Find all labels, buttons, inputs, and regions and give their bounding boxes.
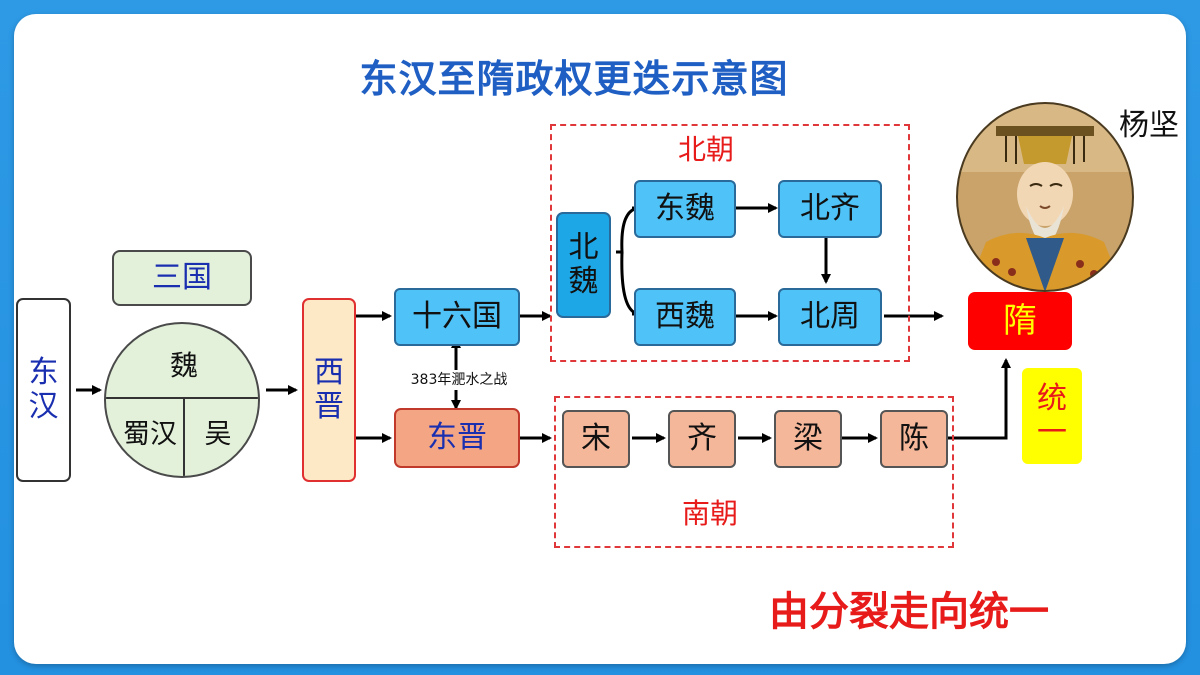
conclusion-text: 由分裂走向统一: [769, 589, 1049, 635]
node-dongjin: 东晋: [394, 408, 520, 468]
node-xijin: 西 晋: [302, 298, 356, 482]
node-liang: 梁: [774, 410, 842, 468]
node-beiwei: 北 魏: [556, 212, 611, 318]
node-beiqi: 北齐: [778, 180, 882, 238]
node-beizhou: 北周: [778, 288, 882, 346]
node-sanguo-label: 三国: [112, 250, 252, 306]
diagram-title: 东汉至隋政权更迭示意图: [359, 56, 789, 101]
node-wei: 魏: [169, 349, 198, 382]
node-shiliuguo: 十六国: [394, 288, 520, 346]
node-tongyi-char2: 一: [1037, 415, 1067, 450]
node-xijin-char1: 西: [314, 355, 344, 390]
label-beichao: 北朝: [677, 133, 734, 166]
node-sui: 隋: [968, 292, 1072, 350]
node-wu: 吴: [204, 418, 232, 450]
label-nanchao: 南朝: [681, 497, 738, 530]
arrow-chen-sui: [948, 358, 1011, 440]
node-beiwei-char1: 北: [568, 230, 599, 265]
region-nanchao: [554, 396, 954, 548]
slide-canvas: 东汉至隋政权更迭示意图: [14, 14, 1186, 664]
circle-vline: [183, 398, 185, 476]
connector-layer: [76, 203, 1011, 443]
yangjian-portrait: [956, 102, 1134, 292]
node-donghan: 东 汉: [16, 298, 71, 482]
node-donghan-char2: 汉: [28, 389, 59, 424]
node-beiwei-char2: 魏: [568, 264, 599, 299]
label-yangjian: 杨坚: [1119, 108, 1179, 143]
node-donghan-char1: 东: [28, 355, 59, 390]
node-sanguo-circle: 魏 蜀汉 吴: [104, 322, 260, 478]
node-qi: 齐: [668, 410, 736, 468]
node-tongyi: 统 一: [1022, 368, 1082, 464]
node-song: 宋: [562, 410, 630, 468]
node-xijin-char2: 晋: [314, 389, 344, 424]
circle-hline: [106, 397, 258, 399]
node-xiwei: 西魏: [634, 288, 736, 346]
node-chen: 陈: [880, 410, 948, 468]
label-feishui: 383年淝水之战: [384, 370, 534, 390]
node-dongwei: 东魏: [634, 180, 736, 238]
node-shuhan: 蜀汉: [123, 418, 177, 450]
region-beichao: [550, 124, 910, 362]
node-tongyi-char1: 统: [1037, 381, 1067, 416]
